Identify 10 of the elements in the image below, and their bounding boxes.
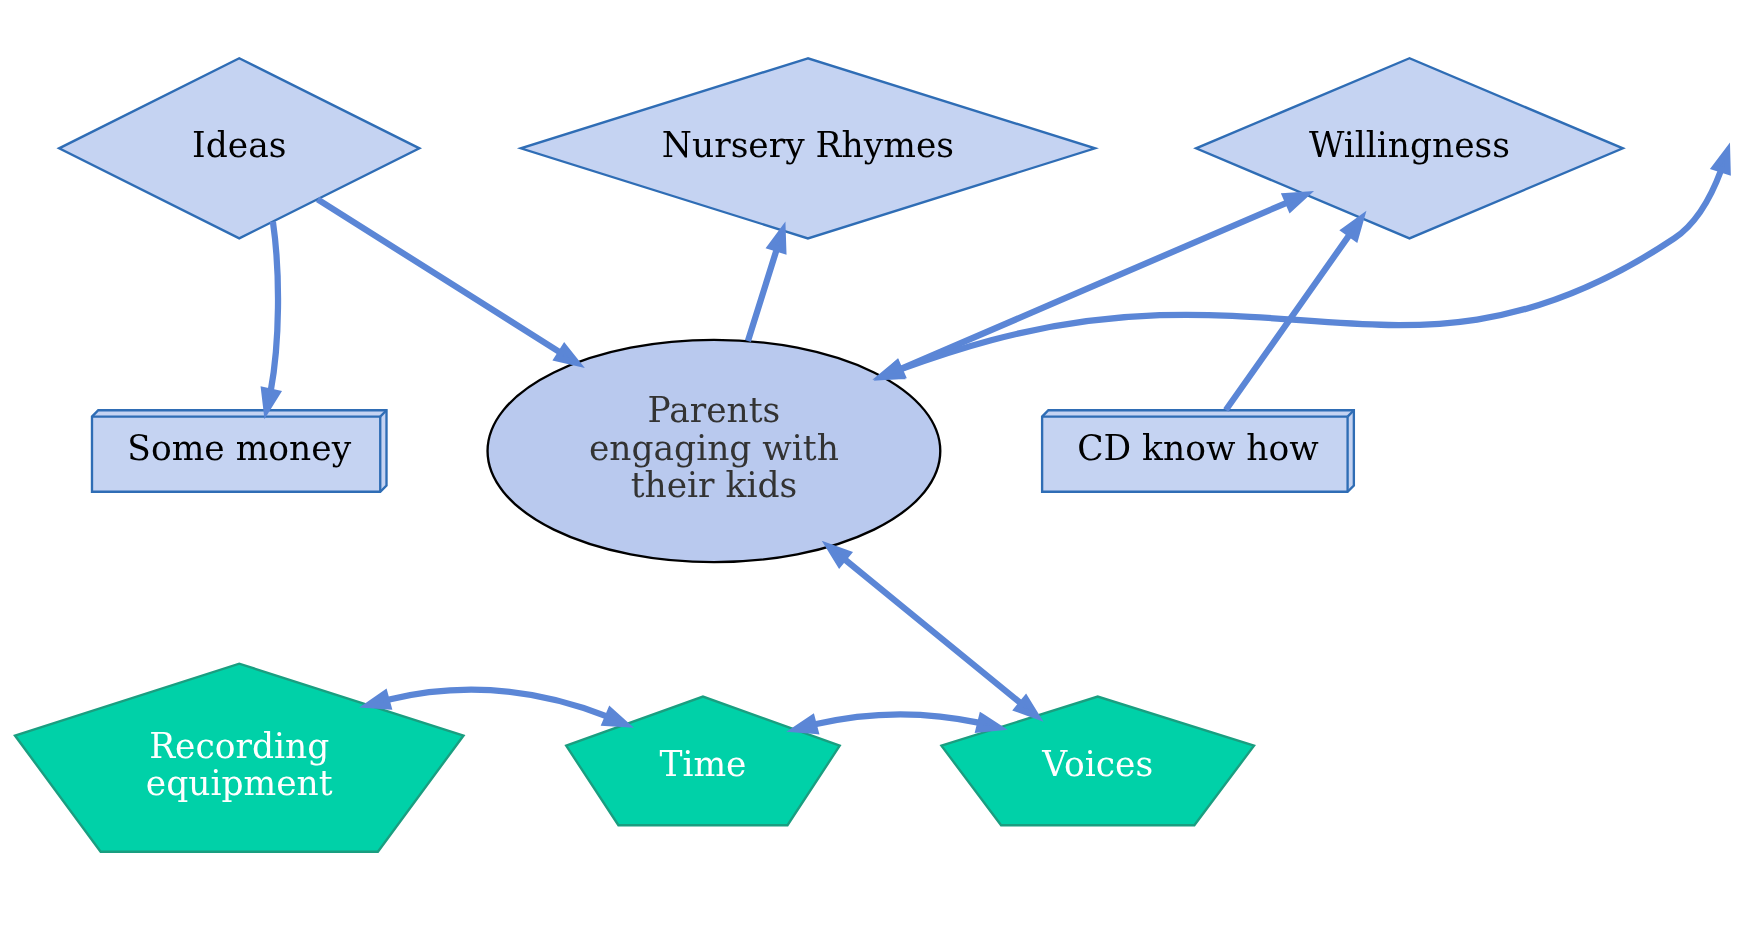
arrow <box>821 540 1044 722</box>
node-diamond: Willingness <box>1193 56 1626 240</box>
arrow <box>786 710 1008 734</box>
arrow <box>315 196 585 368</box>
node-diamond: Nursery Rhymes <box>516 56 1099 240</box>
arrow <box>260 220 283 419</box>
arrow <box>359 686 634 728</box>
node-diamond: Ideas <box>56 56 423 240</box>
arrow <box>1223 210 1367 412</box>
arrow <box>744 221 787 342</box>
